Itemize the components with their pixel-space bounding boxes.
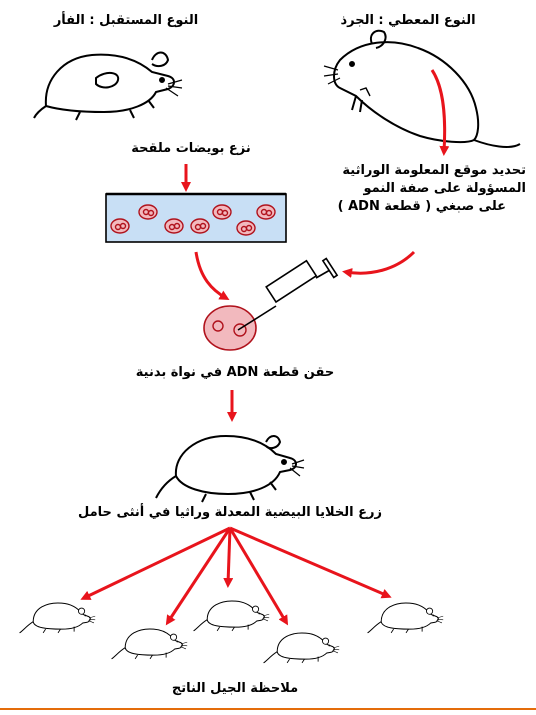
inject-dna-label: حقن قطعة ADN في نواة بدنية (135, 365, 335, 380)
bottom-rule (0, 708, 536, 710)
egg-cell-icon (203, 305, 257, 351)
petri-dish (105, 192, 287, 243)
donor-rat-icon (323, 29, 521, 148)
offspring-mouse-icon-4 (263, 632, 340, 664)
arrow-rat-to-dna (430, 69, 450, 156)
recipient-mouse-icon (33, 51, 183, 121)
fertilized-egg-cells (110, 204, 276, 236)
observe-offspring-label: ملاحظة الجيل الناتج (171, 681, 299, 696)
locate-gene-label-3: على صبغي ( قطعة ADN ) (337, 199, 506, 214)
offspring-arrows (80, 526, 392, 626)
offspring-mouse-icon-5 (367, 602, 444, 634)
implant-cells-label: زرع الخلايا البيضية المعدلة وراثيا في أن… (78, 505, 382, 520)
pregnant-female-mouse-icon (155, 434, 305, 503)
donor-title: النوع المعطي : الجرذ (340, 13, 476, 28)
offspring-mouse-icon-1 (19, 602, 96, 634)
offspring-mouse-icon-3 (193, 600, 270, 632)
extract-eggs-label: نزع بويضات ملقحة (131, 141, 251, 156)
arrow-dna-to-syringe (342, 250, 416, 278)
syringe-icon (237, 257, 339, 331)
recipient-title: النوع المستقبل : الفأر (53, 13, 199, 28)
offspring-mouse-icon-2 (111, 628, 188, 660)
locate-gene-label-2: المسؤولة على صفة النمو (363, 181, 526, 196)
arrow-dish-to-egg (194, 251, 230, 300)
locate-gene-label-1: تحديد موقع المعلومة الوراثية (342, 163, 526, 178)
